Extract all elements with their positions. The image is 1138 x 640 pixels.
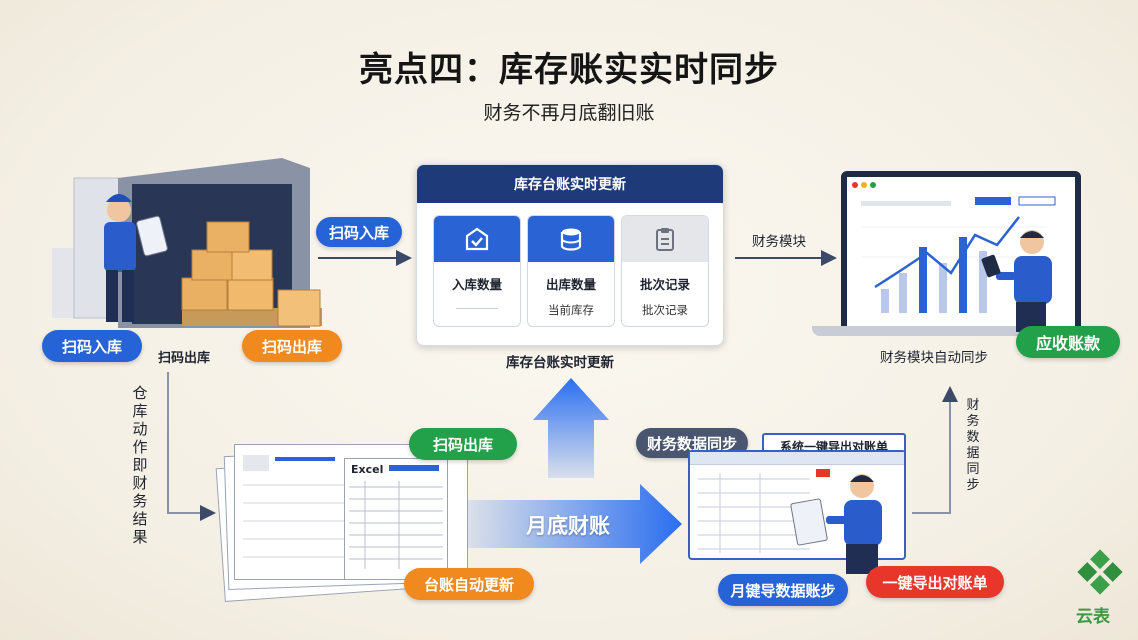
finance-user-illustration: [981, 230, 1052, 332]
yunbiao-logo-icon: [1077, 549, 1123, 595]
dashboard-header: 库存台账实时更新: [417, 165, 723, 203]
card-outbound-sub: 当前库存: [548, 303, 594, 317]
card-inbound-divider: [456, 308, 498, 309]
card-outbound-label: 出库数量: [545, 277, 596, 292]
ledger-scan-out-badge: 扫码出库: [409, 428, 517, 460]
page-subtitle: 财务不再月底翻旧账: [483, 102, 655, 124]
inventory-dashboard: 库存台账实时更新 入库数量 出库数量 当前库存 批次记录 批次记录: [416, 164, 724, 346]
finance-sync-vertical-label: 财务数据同步: [966, 398, 980, 493]
card-batch-sub: 批次记录: [642, 303, 688, 317]
card-batch-label: 批次记录: [639, 277, 690, 292]
arrow-right-flow: [912, 386, 958, 514]
scan-in-badge: 扫码入库: [42, 330, 142, 362]
scan-in-arrow-badge: 扫码入库: [316, 217, 402, 247]
page-title: 亮点四：库存账实实时同步: [359, 50, 779, 90]
month-data-badge: 月键导数据账步: [718, 574, 848, 606]
right-arrow-icon: [460, 484, 682, 564]
report-table: [698, 469, 830, 553]
database-icon: [528, 216, 614, 262]
up-arrow-icon: [533, 378, 609, 478]
excel-label: Excel: [351, 463, 384, 476]
auto-update-badge: 台账自动更新: [404, 568, 534, 600]
finance-arrow-label: 财务模块: [752, 234, 806, 250]
warehouse-illustration: [52, 158, 322, 328]
warehouse-finance-vertical-label: 仓库动作即财务结果: [132, 384, 148, 546]
month-end-label: 月底财账: [526, 514, 610, 538]
logo-text: 云表: [1076, 607, 1110, 627]
scan-out-badge: 扫码出库: [242, 330, 342, 362]
card-inbound: 入库数量: [433, 215, 521, 327]
clipboard-icon: [622, 216, 708, 262]
card-batch: 批次记录 批次记录: [621, 215, 709, 327]
laptop-base: [812, 326, 1094, 336]
dashboard-caption: 库存台账实时更新: [506, 355, 614, 371]
box-check-icon: [434, 216, 520, 262]
arrow-left-flow: [167, 372, 216, 521]
one-click-export-badge: 一键导出对账单: [866, 566, 1004, 598]
report-user-illustration: [826, 474, 882, 574]
excel-sheet: Excel: [344, 458, 448, 580]
card-inbound-label: 入库数量: [451, 277, 502, 292]
finance-caption: 财务模块自动同步: [880, 350, 988, 366]
bar-line-chart-icon: [852, 182, 1056, 313]
scan-out-label: 扫码出库: [158, 351, 211, 366]
excel-ledger-stack: Excel: [210, 430, 472, 602]
receivables-badge: 应收账款: [1016, 326, 1120, 358]
report-window-titlebar: [690, 452, 904, 465]
card-outbound: 出库数量 当前库存: [527, 215, 615, 327]
